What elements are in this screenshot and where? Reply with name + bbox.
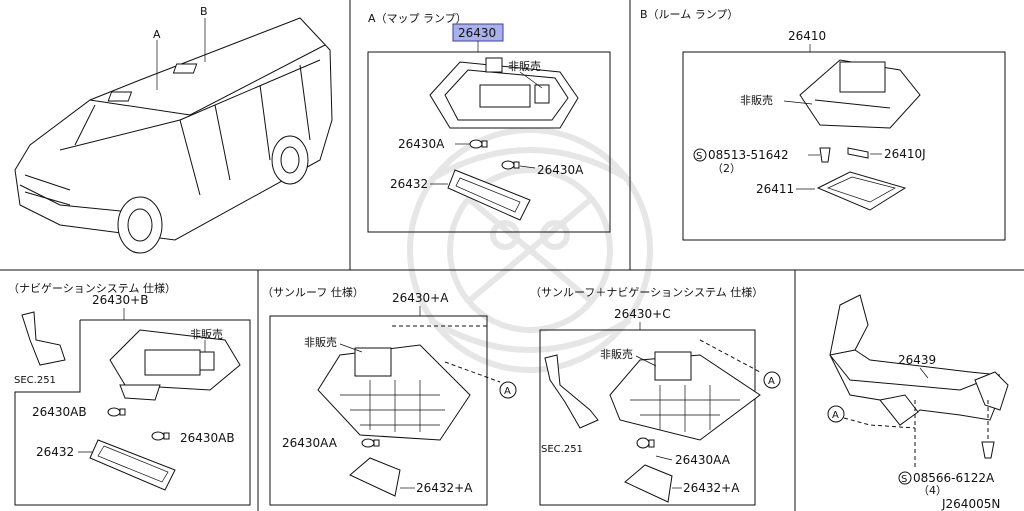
part-26410[interactable]: 26410: [788, 29, 826, 43]
bulb-icon: [636, 437, 655, 449]
reference-a-marker: [763, 371, 781, 389]
part-26432-plus-a[interactable]: 26432+A: [416, 481, 473, 495]
part-26430-b[interactable]: 26430+B: [92, 293, 148, 307]
lens-cover: [624, 464, 673, 503]
view-b-label: B: [200, 5, 208, 18]
roof-bracket: [829, 294, 1009, 426]
part-26430aa[interactable]: 26430AA: [282, 436, 338, 450]
sec-251-label-nav: SEC.251: [14, 375, 56, 386]
svg-text:A: A: [768, 376, 775, 387]
section-sunroof-title: （サンルーフ 仕様）: [262, 285, 364, 299]
part-26430ab-right[interactable]: 26430AB: [180, 431, 235, 445]
diagram-id: J264005N: [941, 497, 1000, 511]
vehicle-illustration: [14, 17, 333, 254]
lens-cover: [816, 171, 907, 211]
part-08513[interactable]: 08513-51642: [708, 148, 789, 162]
part-26430[interactable]: 26430: [458, 26, 496, 40]
bulb-icon: [455, 139, 488, 149]
overhead-console-nav: [109, 329, 241, 401]
section-b-title: B（ルーム ランプ）: [640, 8, 738, 21]
part-26432[interactable]: 26432: [390, 177, 428, 191]
section-nav-title: （ナビゲーションシステム 仕様）: [8, 281, 176, 295]
not-sold-label-sunroof-nav: 非販売: [600, 348, 633, 361]
svg-text:S: S: [901, 474, 907, 485]
not-sold-label-a: 非販売: [508, 60, 541, 73]
map-lamp-assembly: [429, 57, 579, 129]
section-sunroof-nav-title: （サンルーフ＋ナビゲーションシステム 仕様）: [530, 285, 763, 299]
section-nav-frame: [14, 319, 251, 506]
section-sunroof-frame: [269, 315, 488, 506]
section-a-title: A（マップ ランプ）: [368, 12, 467, 25]
lens-cover: [447, 169, 531, 221]
reference-a-marker: [827, 405, 845, 423]
view-a-label: A: [153, 28, 161, 41]
part-08513-qty: （2）: [712, 162, 741, 175]
svg-text:A: A: [832, 410, 839, 421]
svg-text:S: S: [696, 151, 702, 162]
screw-symbol: [898, 471, 912, 485]
svg-text:A: A: [504, 386, 511, 397]
bulb-icon: [847, 147, 869, 159]
part-08566[interactable]: 08566-6122A: [913, 471, 995, 485]
part-26410j[interactable]: 26410J: [884, 147, 926, 161]
part-26430-plus-c[interactable]: 26430+C: [614, 307, 671, 321]
not-sold-label-nav: 非販売: [190, 328, 223, 341]
sec-251-connector: [21, 311, 66, 366]
part-26430a-left[interactable]: 26430A: [398, 137, 445, 151]
section-sunroof-nav-frame: [539, 329, 756, 506]
part-26432-plus-a-c[interactable]: 26432+A: [683, 481, 740, 495]
part-26411[interactable]: 26411: [756, 182, 794, 196]
section-a-frame: [367, 51, 611, 233]
sec-251-connector: [544, 354, 599, 429]
screw-symbol: [693, 148, 707, 162]
sec-251-label-sunroof-nav: SEC.251: [541, 444, 583, 455]
bulb-icon: [107, 407, 126, 417]
part-08566-qty: （4）: [918, 484, 947, 497]
lens-cover: [89, 439, 176, 491]
lens-cover: [349, 457, 401, 497]
part-26430a-right[interactable]: 26430A: [537, 163, 584, 177]
not-sold-label-b: 非販売: [740, 94, 773, 107]
room-lamp-assembly: [799, 59, 921, 129]
overhead-console-sunroof: [317, 344, 471, 441]
section-b-frame: [682, 51, 1006, 241]
bulb-icon: [501, 160, 536, 170]
screw-icon: [981, 441, 995, 459]
part-26439[interactable]: 26439: [898, 353, 936, 367]
part-26432-nav[interactable]: 26432: [36, 445, 74, 459]
bulb-icon: [361, 438, 380, 448]
part-26430aa-c[interactable]: 26430AA: [675, 453, 731, 467]
reference-a-marker: [499, 381, 517, 399]
bulb-icon: [151, 431, 170, 441]
screw-icon: [819, 147, 831, 163]
overhead-console-sunroof-nav: [609, 351, 761, 441]
part-26430ab-left[interactable]: 26430AB: [32, 405, 87, 419]
watermark-emblem: [407, 127, 653, 373]
not-sold-label-sunroof: 非販売: [304, 336, 337, 349]
part-26430-plus-a[interactable]: 26430+A: [392, 291, 449, 305]
